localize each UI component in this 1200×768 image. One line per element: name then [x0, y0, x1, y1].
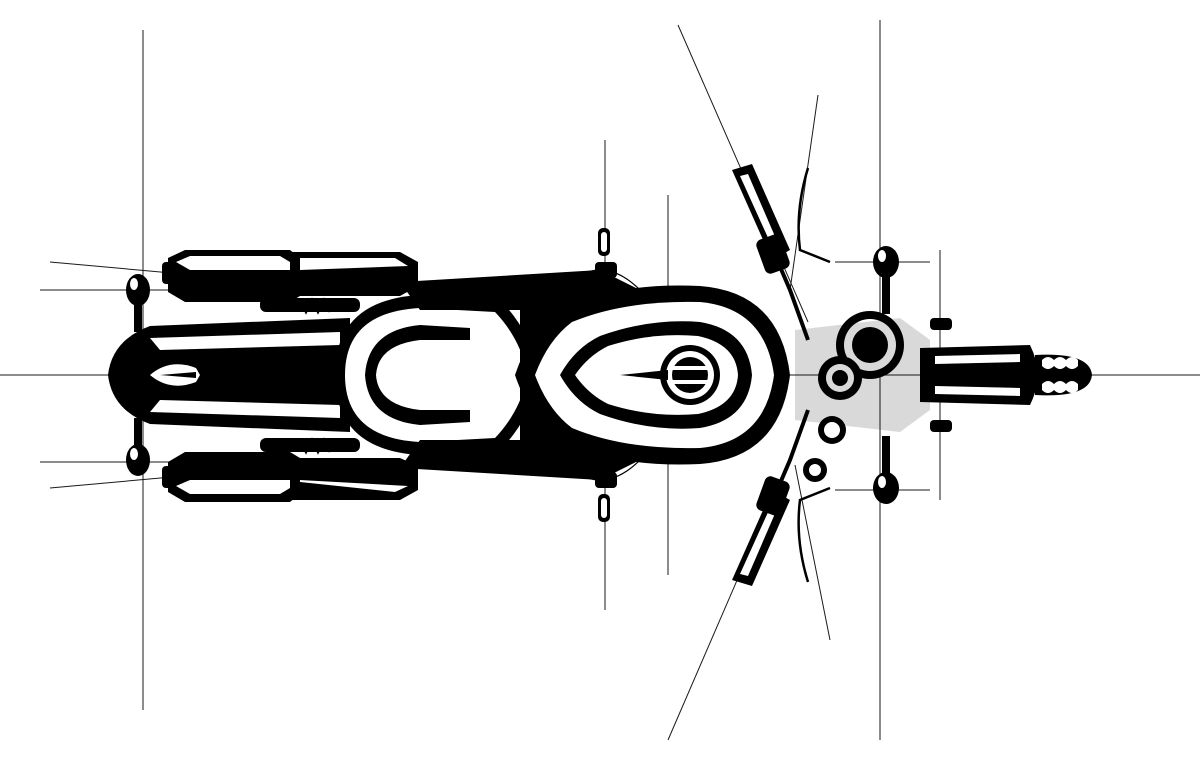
- rear-shocks: [260, 297, 360, 455]
- front-fender: [920, 318, 1092, 432]
- exhaust-upper: [162, 250, 418, 302]
- headlight-cluster: [795, 311, 930, 482]
- rear-fender: [108, 318, 350, 432]
- exhaust-lower: [162, 452, 418, 502]
- seat: [335, 295, 540, 455]
- handlebars: [732, 164, 831, 586]
- rear-turn-signals: [126, 274, 150, 476]
- fuel-tank: [515, 285, 790, 465]
- front-turn-signals: [873, 246, 899, 504]
